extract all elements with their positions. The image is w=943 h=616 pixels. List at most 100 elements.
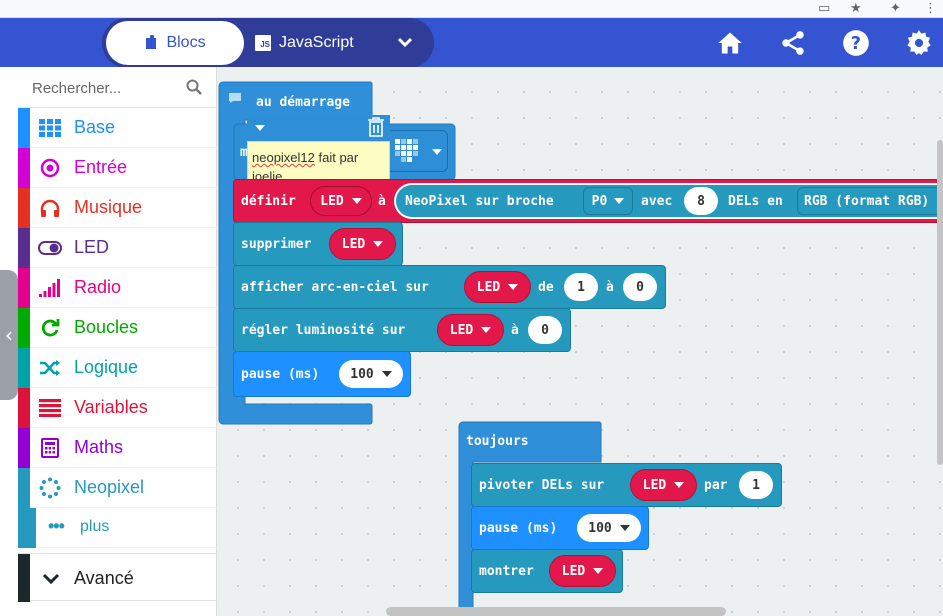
category-label: Variables <box>74 397 148 417</box>
icon-picker[interactable] <box>386 130 448 172</box>
category-math[interactable]: Maths <box>18 428 217 468</box>
toolbox <box>18 67 217 616</box>
variable-name: LED <box>476 279 501 295</box>
category-advanced[interactable]: Avancé <box>18 553 217 602</box>
category-label: Entrée <box>74 157 128 177</box>
category-label: Neopixel <box>74 477 145 497</box>
category-color-bar <box>18 228 30 268</box>
settings-icon[interactable] <box>905 29 933 57</box>
to-label: à <box>378 194 386 209</box>
comment-textarea[interactable]: neopixel12 fait par joelie <box>247 141 390 183</box>
category-logic[interactable]: Logique <box>18 348 217 388</box>
category-music[interactable]: Musique <box>18 188 217 228</box>
browser-toolbar: ▭ ★ ✦ ⋮ <box>0 0 943 18</box>
category-led[interactable]: LED <box>18 228 217 268</box>
trash-icon[interactable] <box>368 117 384 137</box>
pause-dropdown-2[interactable]: 100 <box>577 514 641 542</box>
vertical-scrollbar[interactable] <box>937 140 943 465</box>
category-loops[interactable]: Boucles <box>18 308 217 348</box>
rainbow-end-input[interactable]: 0 <box>623 273 657 301</box>
brightness-input[interactable]: 0 <box>528 316 562 344</box>
on-start-label: au démarrage <box>256 95 350 110</box>
advanced-label: Avancé <box>74 568 134 588</box>
forever-block[interactable] <box>457 420 603 616</box>
heart-icon <box>395 139 418 162</box>
chevron-down-icon <box>42 573 60 585</box>
category-color-bar <box>18 108 30 148</box>
rainbow-strip-dropdown[interactable]: LED <box>464 271 531 303</box>
category-base[interactable]: Base <box>18 108 217 148</box>
rainbow-start-input[interactable]: 1 <box>564 273 598 301</box>
collapse-simulator-button[interactable]: ‹ <box>0 270 18 400</box>
with-label: avec <box>641 194 673 209</box>
pin-dropdown[interactable]: P0 <box>583 187 633 215</box>
tab-blocks-label: Blocs <box>166 34 206 51</box>
dropdown-arrow-icon <box>381 371 392 377</box>
rotate-amount-input[interactable]: 1 <box>739 471 773 499</box>
comment-text: fait par <box>314 150 359 165</box>
dropdown-arrow-icon <box>351 198 362 204</box>
brightness-strip-dropdown[interactable]: LED <box>437 314 504 346</box>
tab-javascript[interactable]: JS JavaScript <box>255 21 379 65</box>
mode-dropdown[interactable]: RGB (format RGB) <box>797 187 943 215</box>
extension-icon[interactable]: ✦ <box>890 1 901 16</box>
dropdown-arrow-icon <box>619 525 630 531</box>
shuffle-icon <box>38 357 62 379</box>
dropdown-arrow-icon <box>614 198 625 204</box>
category-radio[interactable]: Radio <box>18 268 217 308</box>
category-color-bar <box>18 148 30 188</box>
show-strip-dropdown[interactable]: LED <box>549 555 616 587</box>
chevron-down-icon[interactable] <box>398 37 412 47</box>
rainbow-label: afficher arc-en-ciel sur <box>241 280 429 295</box>
headphones-icon <box>38 197 62 219</box>
collapse-comment-icon[interactable] <box>255 125 265 131</box>
pause-value: 100 <box>588 520 612 536</box>
category-label: Maths <box>74 437 124 457</box>
dropdown-arrow-icon <box>508 284 519 290</box>
toggle-icon <box>38 237 62 259</box>
category-color-bar <box>18 268 30 308</box>
chevron-left-icon: ‹ <box>5 323 13 347</box>
pin-value: P0 <box>591 193 608 209</box>
pause-dropdown[interactable]: 100 <box>339 360 403 388</box>
tab-javascript-label: JavaScript <box>279 34 354 51</box>
category-label: Boucles <box>74 317 139 337</box>
variable-dropdown[interactable]: LED <box>310 186 372 216</box>
star-icon[interactable]: ★ <box>850 1 862 16</box>
category-neopixel[interactable]: Neopixel <box>18 468 217 508</box>
variable-name: LED <box>642 477 667 493</box>
clear-label: supprimer <box>241 237 312 252</box>
category-input[interactable]: Entrée <box>18 148 217 188</box>
browser-menu-icon[interactable]: ⋮ <box>924 1 937 16</box>
screenshot-icon[interactable]: ▭ <box>818 1 831 16</box>
category-variables[interactable]: Variables <box>18 388 217 428</box>
help-icon[interactable]: ? <box>842 29 870 57</box>
variable-name: LED <box>449 322 474 338</box>
dropdown-arrow-icon <box>593 568 604 574</box>
clear-strip-dropdown[interactable]: LED <box>329 228 396 260</box>
category-color-bar <box>18 468 30 508</box>
comment-user: neopixel12 <box>252 150 315 165</box>
lines-icon <box>38 397 62 419</box>
category-color-bar <box>18 554 30 602</box>
rotate-label: pivoter DELs sur <box>479 478 605 493</box>
home-icon[interactable] <box>716 29 744 57</box>
search-input[interactable] <box>32 75 182 101</box>
comment-icon[interactable] <box>228 92 242 104</box>
rotate-strip-dropdown[interactable]: LED <box>630 469 697 501</box>
set-label: définir <box>241 194 296 209</box>
calculator-icon <box>38 437 62 459</box>
show-label: montrer <box>479 564 534 579</box>
to-label: à <box>511 323 519 338</box>
horizontal-scrollbar[interactable] <box>386 607 726 616</box>
js-icon: JS <box>255 35 271 51</box>
search-icon[interactable] <box>186 79 202 95</box>
share-icon[interactable] <box>779 29 807 57</box>
tab-blocks[interactable]: Blocs <box>106 21 244 65</box>
led-count-input[interactable]: 8 <box>684 187 718 215</box>
category-color-bar <box>18 308 30 348</box>
category-label: LED <box>74 237 110 257</box>
dropdown-arrow-icon <box>481 327 492 333</box>
pause-block[interactable] <box>233 351 411 397</box>
category-neopixel-more[interactable]: ••• plus <box>18 508 217 548</box>
